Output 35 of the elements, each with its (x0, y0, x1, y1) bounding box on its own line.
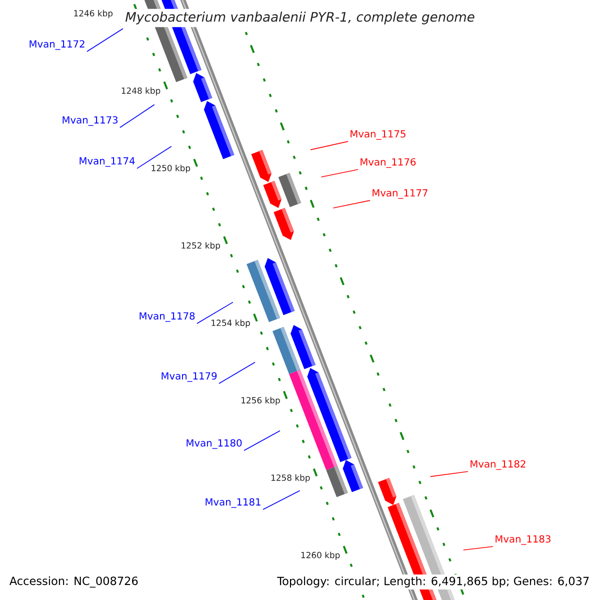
leader-line (120, 104, 155, 128)
gene-label: Mvan_1174 (80, 157, 135, 167)
gene-label: Mvan_1172 (30, 40, 84, 50)
scale-label: 1254 kbp (212, 320, 250, 328)
scale-label: 1252 kbp (182, 242, 220, 250)
gene-label: Mvan_1177 (372, 189, 428, 199)
leader-line (430, 471, 468, 478)
footer-text: Accession: NC_008726 (7, 574, 141, 590)
gene-label: Mvan_1182 (470, 460, 526, 470)
footer-text: Topology: circular; Length: 6,491,865 bp; Genes: 6,037 (275, 574, 592, 590)
leader-line (196, 302, 234, 324)
gene-label: Mvan_1181 (206, 498, 260, 508)
leader-line (244, 430, 280, 451)
gene-label: Mvan_1180 (186, 439, 242, 449)
title: Mycobacterium vanbaalenii PYR-1, complete genome (122, 8, 478, 28)
gene-label: Mvan_1183 (496, 535, 550, 545)
leader-line (218, 362, 256, 384)
leader-line (262, 490, 300, 510)
scale-label: 1260 kbp (301, 552, 340, 560)
gene-label: Mvan_1175 (350, 130, 406, 140)
scale-label: 1246 kbp (74, 10, 113, 18)
gene-label: Mvan_1173 (62, 116, 118, 126)
gene-label: Mvan_1176 (360, 158, 416, 168)
scale-label: 1258 kbp (271, 474, 310, 482)
leader-line (136, 146, 172, 169)
gene-label: Mvan_1179 (162, 372, 217, 382)
leader-line (332, 200, 370, 208)
scale-label: 1256 kbp (242, 396, 280, 406)
scale-label: 1248 kbp (122, 87, 160, 96)
leader-line (310, 141, 348, 150)
scale-label: 1250 kbp (152, 164, 190, 173)
gene-label: Mvan_1178 (140, 312, 195, 322)
leader-line (86, 28, 124, 52)
leader-line (462, 546, 494, 550)
leader-line (320, 169, 358, 178)
